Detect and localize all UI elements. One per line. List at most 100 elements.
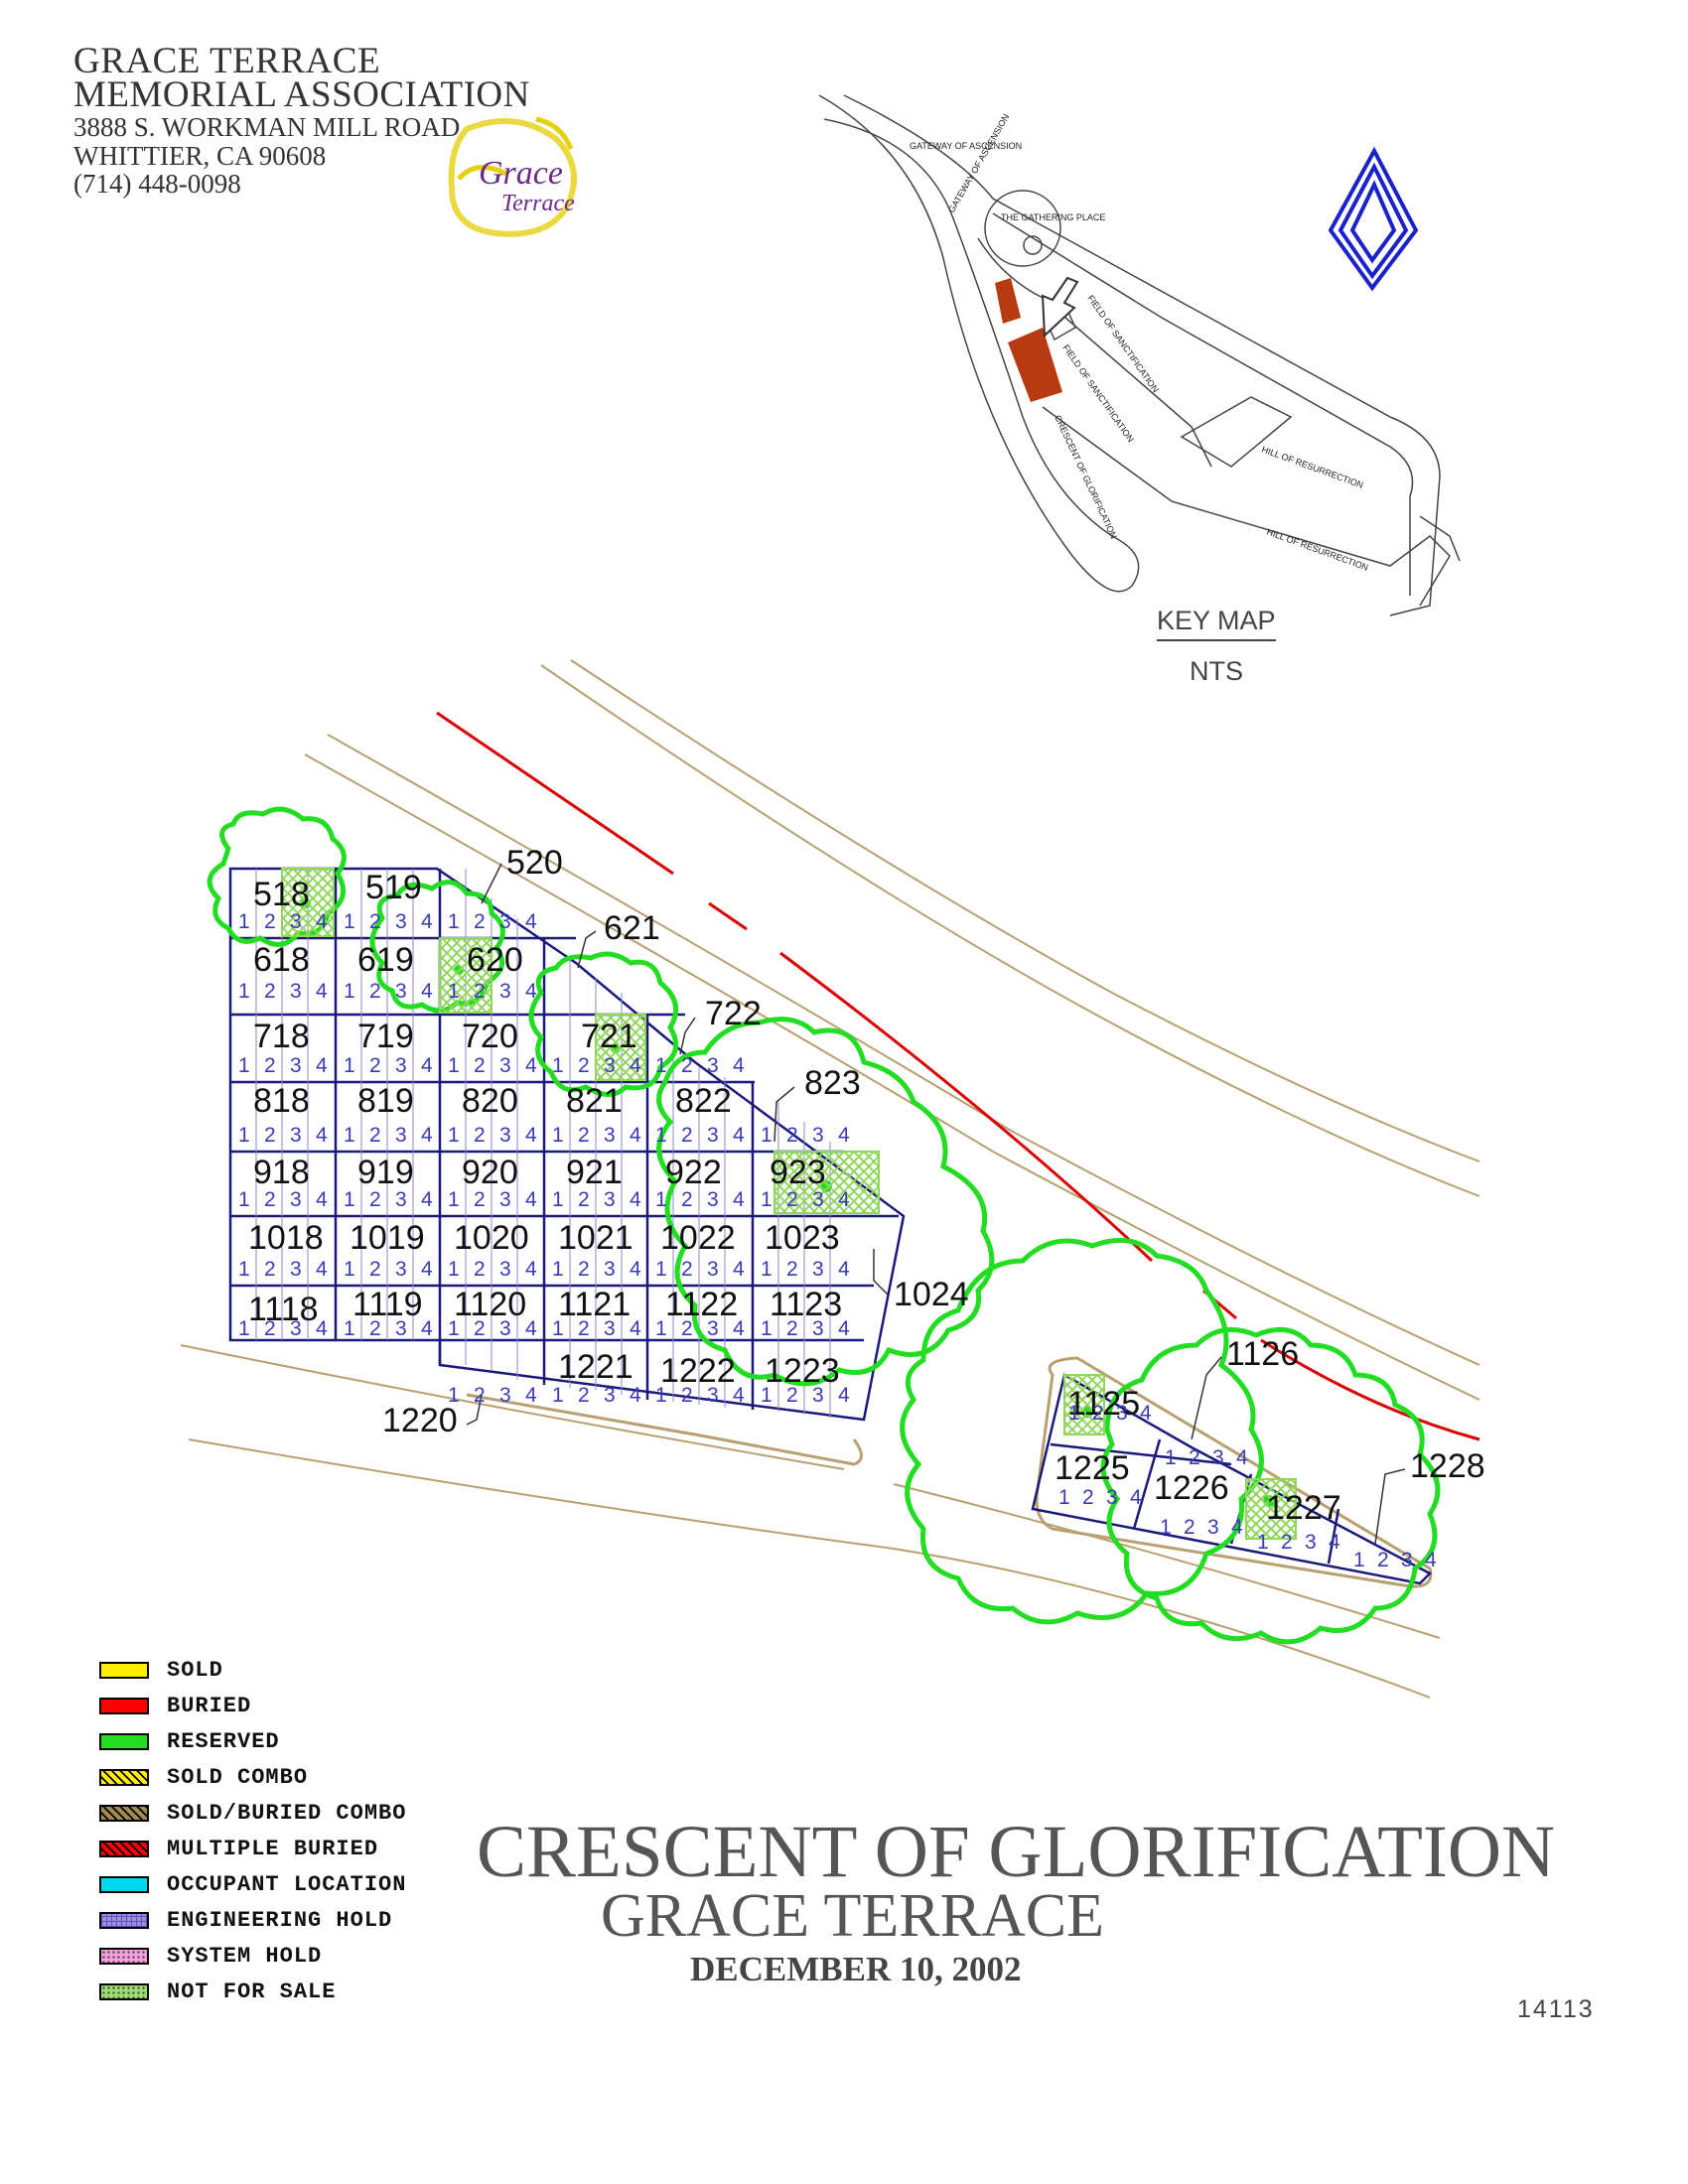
subplot-number: 2 <box>1189 1446 1200 1469</box>
subplot-number: 1 <box>655 1124 667 1147</box>
plot-grid-west <box>228 867 906 1422</box>
subplot-number: 4 <box>421 1188 433 1211</box>
subplot-number: 1 <box>552 1124 564 1147</box>
subplot-number: 2 <box>681 1317 693 1340</box>
subplot-number: 4 <box>421 1124 433 1147</box>
legend-swatch <box>99 1875 149 1893</box>
subplot-number: 1 <box>344 1317 355 1340</box>
subplot-number: 2 <box>1377 1549 1389 1571</box>
legend-label: ENGINEERING HOLD <box>167 1907 393 1933</box>
subplot-number: 4 <box>630 1054 641 1077</box>
subplot-number: 1 <box>238 910 250 933</box>
subplot-number: 4 <box>630 1317 641 1340</box>
subplot-number: 3 <box>812 1317 824 1340</box>
plot-1225: 1225 <box>1055 1449 1130 1487</box>
plot-1020: 1020 <box>454 1219 529 1257</box>
subplot-number: 4 <box>421 1317 433 1340</box>
plot-1021: 1021 <box>558 1219 633 1257</box>
plot-1119: 1119 <box>352 1286 423 1323</box>
plot-619: 619 <box>357 941 414 979</box>
plot-519: 519 <box>365 869 422 906</box>
plot-1122: 1122 <box>665 1286 738 1323</box>
key-map <box>818 94 1461 616</box>
map-date: DECEMBER 10, 2002 <box>690 1950 1022 1988</box>
subplot-number: 1 <box>448 1384 460 1407</box>
legend-label: SOLD <box>167 1657 223 1683</box>
subplot-number: 3 <box>707 1258 719 1281</box>
address-city: WHITTIER, CA 90608 <box>73 141 327 171</box>
subplot-number: 2 <box>369 910 381 933</box>
tree-canopy-outlines <box>207 806 1441 1645</box>
key-map-labels: GATEWAY OF ASCENSION GATEWAY OF ASCENSIO… <box>910 112 1369 573</box>
subplot-number: 3 <box>499 1317 511 1340</box>
address-street: 3888 S. WORKMAN MILL ROAD <box>73 112 461 142</box>
legend-label: NOT FOR SALE <box>167 1979 337 2004</box>
plot-722: 722 <box>705 995 762 1032</box>
subplot-number: 2 <box>786 1317 798 1340</box>
legend-swatch <box>99 1697 149 1714</box>
legend-item: MULTIPLE BURIED <box>99 1831 406 1866</box>
subplot-number: 4 <box>525 1384 537 1407</box>
legend-item: SOLD <box>99 1652 406 1688</box>
legend-item: SOLD/BURIED COMBO <box>99 1795 406 1831</box>
association-name-line1: GRACE TERRACE <box>73 41 381 81</box>
subplot-number: 2 <box>786 1188 798 1211</box>
phone-number: (714) 448-0098 <box>73 169 241 199</box>
legend-label: BURIED <box>167 1693 252 1718</box>
subplot-number: 3 <box>604 1054 616 1077</box>
drawing-code: 14113 <box>1517 1995 1595 2023</box>
subplot-number: 4 <box>838 1258 850 1281</box>
subplot-number: 1 <box>655 1258 667 1281</box>
subplot-number: 3 <box>290 1317 302 1340</box>
key-map-label-field-1: FIELD OF SANCTIFICATION <box>1085 293 1160 394</box>
subplot-number: 1 <box>761 1258 773 1281</box>
subplot-number: 1 <box>761 1188 773 1211</box>
subplot-number: 2 <box>474 1258 486 1281</box>
subplot-number: 1 <box>761 1384 773 1407</box>
legend-swatch <box>99 1911 149 1929</box>
plot-720: 720 <box>462 1018 518 1055</box>
subplot-number: 4 <box>733 1317 745 1340</box>
plot-919: 919 <box>357 1154 414 1191</box>
subplot-number: 2 <box>681 1188 693 1211</box>
plot-820: 820 <box>462 1082 518 1120</box>
plot-1118: 1118 <box>248 1291 319 1328</box>
subplot-number: 2 <box>369 1124 381 1147</box>
legend-swatch <box>99 1768 149 1786</box>
subplot-number: 3 <box>707 1188 719 1211</box>
legend-label: SOLD/BURIED COMBO <box>167 1800 407 1826</box>
plot-923: 923 <box>770 1154 826 1191</box>
plot-section-boundary <box>466 1356 1433 1588</box>
subplot-number: 1 <box>552 1317 564 1340</box>
subplot-number: 3 <box>1116 1402 1128 1425</box>
subplot-number: 2 <box>264 1258 276 1281</box>
subplot-number: 2 <box>681 1384 693 1407</box>
subplot-number: 1 <box>655 1188 667 1211</box>
subplot-number: 4 <box>421 1258 433 1281</box>
subplot-number: 3 <box>290 980 302 1003</box>
subplot-number: 3 <box>499 910 511 933</box>
plot-1018: 1018 <box>248 1219 324 1257</box>
grace-terrace-logo: Grace Terrace <box>448 116 577 237</box>
plot-1226: 1226 <box>1154 1469 1229 1507</box>
logo-text-grace: Grace <box>479 155 563 192</box>
legend-item: ENGINEERING HOLD <box>99 1902 406 1938</box>
subplot-number: 2 <box>1184 1516 1196 1539</box>
subplot-number: 2 <box>369 1188 381 1211</box>
subplot-number: 2 <box>474 910 486 933</box>
plot-719: 719 <box>357 1018 414 1055</box>
subplot-number: 1 <box>1160 1516 1172 1539</box>
subplot-number: 4 <box>1329 1531 1340 1554</box>
subplot-number: 3 <box>395 1054 407 1077</box>
subplot-number: 1 <box>448 1317 460 1340</box>
plot-921: 921 <box>566 1154 623 1191</box>
subplot-number: 2 <box>681 1258 693 1281</box>
subplot-number: 1 <box>238 980 250 1003</box>
legend-label: MULTIPLE BURIED <box>167 1836 379 1861</box>
plot-1126: 1126 <box>1226 1335 1299 1373</box>
subplot-number: 4 <box>630 1258 641 1281</box>
subplot-number: 3 <box>290 1258 302 1281</box>
subplot-number: 1 <box>448 910 460 933</box>
legend-swatch <box>99 1947 149 1965</box>
